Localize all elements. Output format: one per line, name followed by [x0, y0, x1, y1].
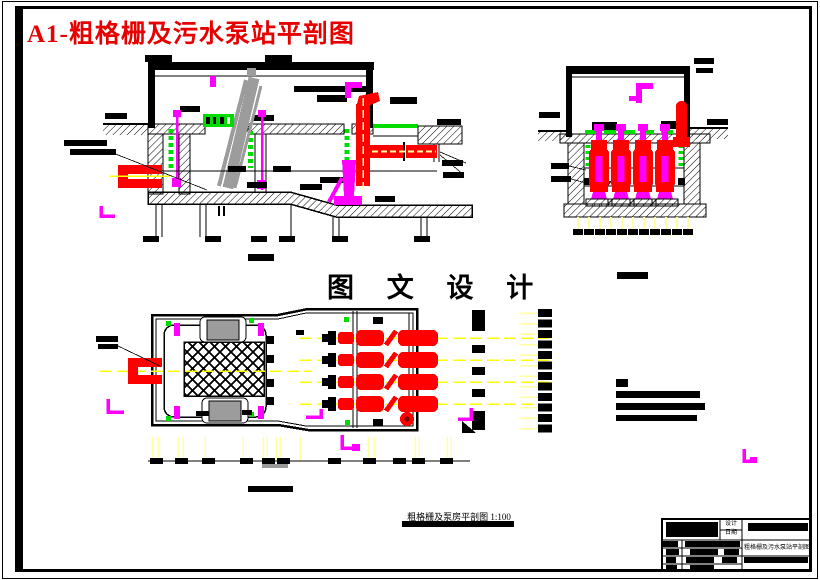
- plan-inlet-pipe: [96, 336, 312, 384]
- bar-screen-guides: [168, 129, 350, 168]
- inlet-pipe: [64, 140, 208, 191]
- title-block-grid: [661, 518, 812, 571]
- riser-pipe: [673, 101, 690, 147]
- section-b-caption-bar: [617, 272, 648, 279]
- title-block-drawing-name: 粗格栅及污水泵站平剖图: [743, 545, 810, 551]
- gate-slots: [266, 336, 274, 405]
- pump-row-2: [300, 351, 552, 369]
- foundation-piles: [573, 217, 693, 236]
- pump-row-1: [300, 329, 552, 347]
- notes-block: [616, 379, 705, 421]
- base-slab: [147, 191, 473, 218]
- discharge-pipe-and-pump: [327, 82, 467, 208]
- plan-outline-outer: [150, 307, 419, 432]
- right-dimension-string: [520, 309, 552, 433]
- section-view-pump-sump: [538, 58, 728, 279]
- watermark-text: 图 文 设 计: [327, 273, 547, 303]
- title-block-label-bottom: 日期: [724, 530, 737, 536]
- submersible-pump-1: [585, 124, 613, 207]
- submersible-pump-3: [629, 124, 657, 207]
- submersible-pump-4: [651, 124, 679, 207]
- plan-caption: 粗格栅及泵房平剖图 1:100: [393, 510, 525, 523]
- plan-caption-underbar: [402, 521, 514, 527]
- section-cut-markers: [99, 206, 757, 463]
- screen-machines-plan: [166, 316, 304, 424]
- title-block-label-top: 设计: [724, 521, 737, 527]
- section-a-dimensions: [143, 204, 430, 261]
- screen-drive-head: [203, 114, 234, 127]
- plan-outline-inner: [155, 312, 414, 427]
- pump-row-4: [300, 395, 552, 413]
- pump-room-walls: [344, 310, 485, 433]
- drain-pump: [400, 412, 414, 426]
- ground-hatch-left: [103, 113, 150, 135]
- plan-bottom-dimensions: [148, 437, 470, 492]
- pump-row-3: [300, 373, 552, 391]
- hoist-hook: [629, 83, 653, 103]
- submersible-pump-2: [607, 124, 635, 207]
- screen-channel-crosshatch: [183, 341, 265, 397]
- plan-caption-scale: 1:100: [490, 512, 511, 522]
- section-view-grille-chamber: [64, 55, 473, 261]
- title-block-stage-cell: 设计 日期: [720, 520, 742, 540]
- plan-caption-text: 粗格栅及泵房平剖图: [407, 512, 489, 522]
- sheet-title: A1-粗格栅及污水泵站平剖图: [27, 21, 355, 48]
- pump-house-structure: [566, 58, 714, 137]
- plan-view: [96, 206, 757, 492]
